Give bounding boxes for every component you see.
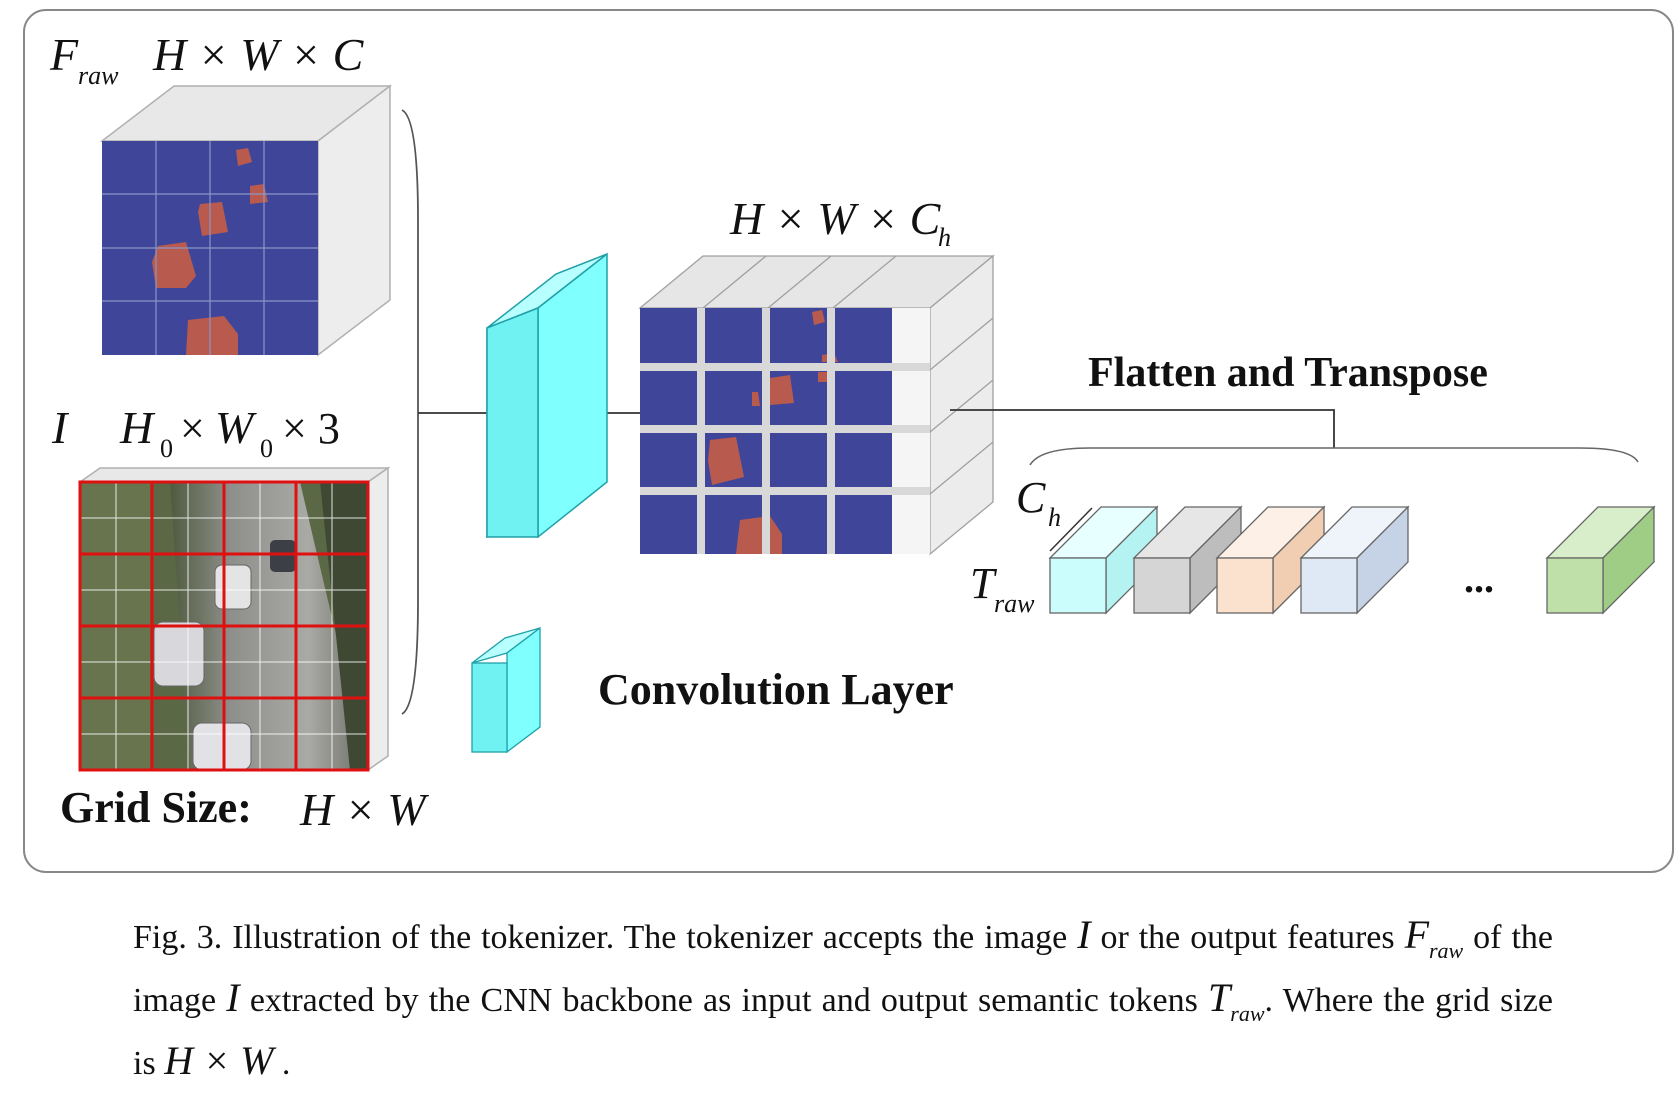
fraw-dims: H × W × C xyxy=(152,29,365,80)
conv-layer-plate xyxy=(486,252,608,539)
input-image-cube xyxy=(77,466,391,772)
grid-size-value: H × W xyxy=(299,784,429,835)
traw-symbol: T xyxy=(970,559,998,608)
caption-part-2: or the output features xyxy=(1090,919,1405,956)
fraw-subscript: raw xyxy=(78,61,119,90)
caption-part-4: extracted by the CNN backbone as input a… xyxy=(239,982,1209,1019)
flatten-label: Flatten and Transpose xyxy=(1088,350,1488,396)
caption-part-1: Fig. 3. Illustration of the tokenizer. T… xyxy=(133,919,1078,956)
caption-part-3: of the image xyxy=(133,919,1553,1019)
feature-dims: H × W × C xyxy=(729,193,942,244)
caption-subscript-t: raw xyxy=(1230,1001,1265,1026)
image-dims-rest: × 3 xyxy=(282,404,340,453)
token-last xyxy=(1545,505,1656,615)
caption-symbol-f: F xyxy=(1404,912,1429,957)
caption-symbol-hw: H × W xyxy=(164,1038,274,1083)
conv-legend-icon xyxy=(471,626,541,754)
caption-part-5: . Where the grid size is xyxy=(133,982,1553,1082)
token-4 xyxy=(1299,505,1410,615)
feature-map-block xyxy=(638,254,995,556)
input-brace xyxy=(401,109,419,715)
caption-symbol-i: I xyxy=(1077,912,1091,957)
token-ellipsis: ... xyxy=(1464,556,1494,601)
token-2 xyxy=(1132,505,1243,615)
ch-subscript: h xyxy=(1048,503,1061,532)
ch-dimension-line xyxy=(1049,507,1093,552)
fraw-feature-cube xyxy=(99,84,393,357)
image-dims-h-subscript: 0 xyxy=(160,434,173,463)
caption-subscript-f: raw xyxy=(1429,938,1464,963)
caption-symbol-t: T xyxy=(1208,975,1231,1020)
token-1 xyxy=(1048,505,1159,615)
caption-part-6: . xyxy=(273,1045,291,1082)
token-3 xyxy=(1215,505,1326,615)
image-dims-w-subscript: 0 xyxy=(260,434,273,463)
tokenizer-diagram: F raw H × W × C I H 0 × W 0 × 3 Grid Siz… xyxy=(23,9,1674,873)
conv-layer-label: Convolution Layer xyxy=(598,665,954,714)
token-brace xyxy=(1029,447,1639,466)
grid-size-label: Grid Size: xyxy=(60,783,252,832)
image-dims-w: W xyxy=(215,402,257,453)
caption-symbol-i-2: I xyxy=(226,975,240,1020)
traw-subscript: raw xyxy=(994,589,1035,618)
image-dims-h: H xyxy=(119,402,156,453)
image-dims-times: × xyxy=(180,404,205,453)
image-symbol: I xyxy=(51,402,70,453)
feature-dims-subscript: h xyxy=(938,223,951,252)
fraw-symbol: F xyxy=(49,29,79,80)
figure-caption: Fig. 3. Illustration of the tokenizer. T… xyxy=(133,905,1553,1094)
connector-features-to-tokens xyxy=(950,409,1335,448)
ch-symbol: C xyxy=(1016,473,1046,522)
